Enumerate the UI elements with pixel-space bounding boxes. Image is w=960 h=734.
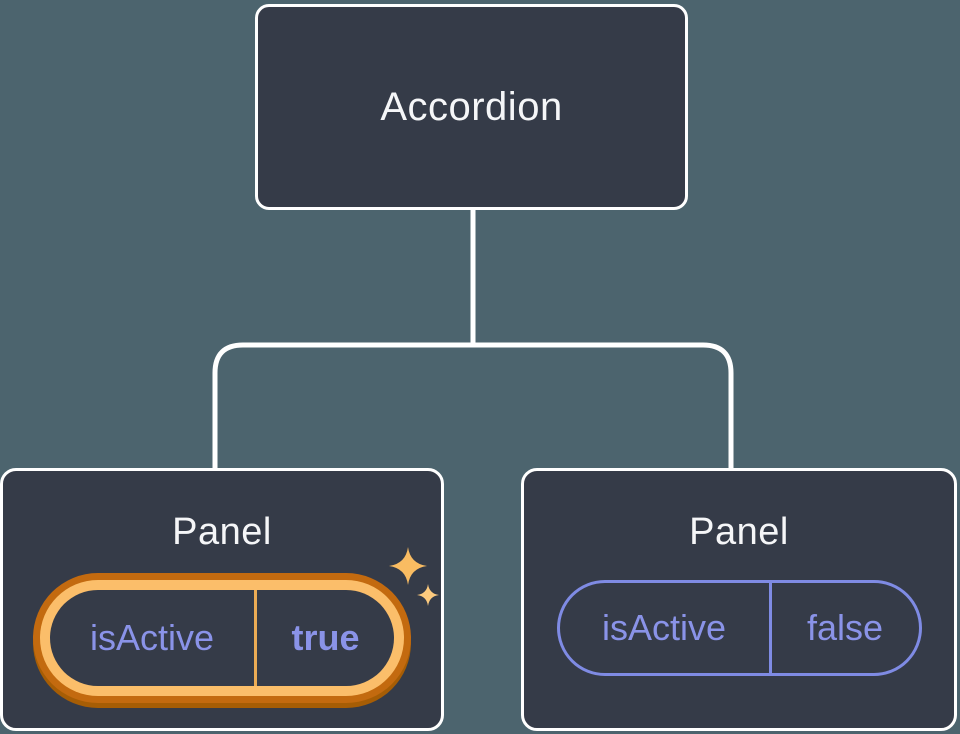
pill-divider bbox=[768, 582, 772, 673]
panel-node-active: Panel isActive true bbox=[0, 468, 444, 731]
state-pill-gold-band: isActive true bbox=[40, 579, 404, 696]
panel-node-title: Panel bbox=[172, 511, 272, 553]
state-pill-active: isActive true bbox=[50, 589, 394, 686]
state-pill-highlight-ring: isActive true bbox=[33, 572, 411, 703]
connector-branch-bracket bbox=[212, 342, 734, 472]
sparkle-icon-small bbox=[417, 584, 439, 606]
prop-value-label: false bbox=[806, 606, 884, 648]
accordion-node: Accordion bbox=[255, 4, 688, 210]
prop-value-label: true bbox=[291, 616, 360, 658]
state-pill-inactive: isActive false bbox=[556, 579, 922, 676]
accordion-node-label: Accordion bbox=[380, 84, 563, 129]
sparkle-icon-large bbox=[389, 547, 427, 585]
pill-divider bbox=[254, 589, 257, 686]
panel-node-inactive: Panel isActive false bbox=[521, 468, 957, 731]
panel-node-title: Panel bbox=[689, 511, 789, 553]
prop-name-label: isActive bbox=[89, 616, 215, 658]
sparkles-decoration bbox=[389, 547, 439, 606]
prop-name-label: isActive bbox=[601, 606, 727, 648]
